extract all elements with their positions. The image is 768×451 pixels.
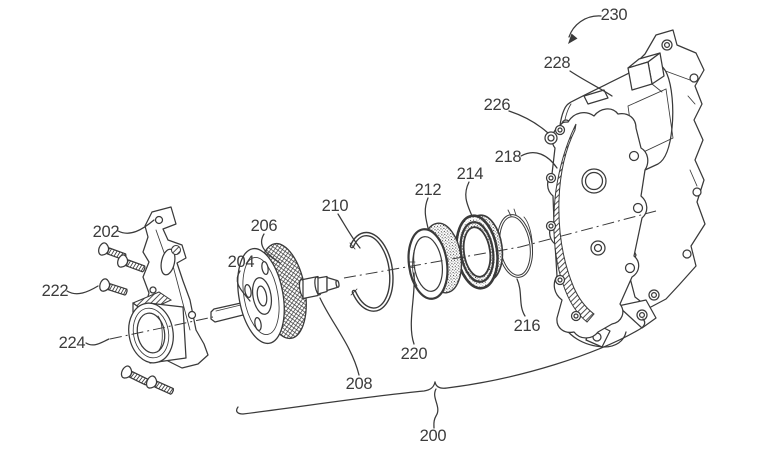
leader-202 [117, 219, 155, 234]
leader-224 [85, 338, 110, 346]
screw [120, 365, 149, 386]
leader-204 [236, 270, 251, 302]
ref-label-202: 202 [93, 223, 120, 241]
collar-224 [128, 302, 187, 364]
leader-222 [66, 285, 99, 295]
ref-label-214: 214 [457, 165, 484, 183]
leader-206 [260, 233, 281, 264]
ref-label-222: 222 [42, 282, 69, 300]
ref-label-218: 218 [495, 148, 522, 166]
assembly-arrow-230 [568, 15, 602, 44]
snap-ring-210 [349, 231, 394, 312]
screws-222 [98, 242, 174, 395]
bearing-ring-212 [407, 222, 463, 300]
leader-210 [337, 213, 361, 249]
centerline-axis [109, 210, 657, 340]
leader-218 [520, 152, 558, 169]
ref-label-216: 216 [514, 317, 541, 335]
ref-label-226: 226 [484, 96, 511, 114]
screw [117, 254, 146, 273]
seal-ring-214 [455, 214, 504, 290]
assembly-brace-200 [236, 318, 646, 429]
ref-label-206: 206 [251, 217, 278, 235]
leader-216 [516, 278, 526, 317]
motor-tab [583, 89, 609, 105]
bracket-slot [160, 248, 176, 276]
leader-214 [465, 181, 473, 217]
ref-label-204: 204 [228, 253, 255, 271]
ref-label-230: 230 [601, 6, 628, 24]
shaft-end-208 [298, 275, 340, 300]
leader-208 [319, 297, 360, 376]
reference-labels: 200 202 204 206 208 210 212 214 216 218 … [42, 6, 628, 445]
leader-lines [66, 70, 613, 376]
ref-label-212: 212 [415, 181, 442, 199]
leader-228 [569, 70, 613, 97]
leader-220 [410, 272, 415, 345]
screw [99, 278, 128, 296]
ref-label-200: 200 [420, 427, 447, 445]
pump-housing-226 [544, 108, 657, 348]
connector-block [627, 52, 665, 93]
ref-label-208: 208 [346, 375, 373, 393]
leader-226 [508, 110, 549, 134]
ref-label-220: 220 [401, 345, 428, 363]
ref-label-224: 224 [59, 334, 86, 352]
screw [145, 375, 174, 395]
leader-212 [424, 197, 429, 229]
ref-label-210: 210 [322, 197, 349, 215]
ref-label-228: 228 [544, 54, 571, 72]
gasket-channel-218 [553, 123, 595, 323]
